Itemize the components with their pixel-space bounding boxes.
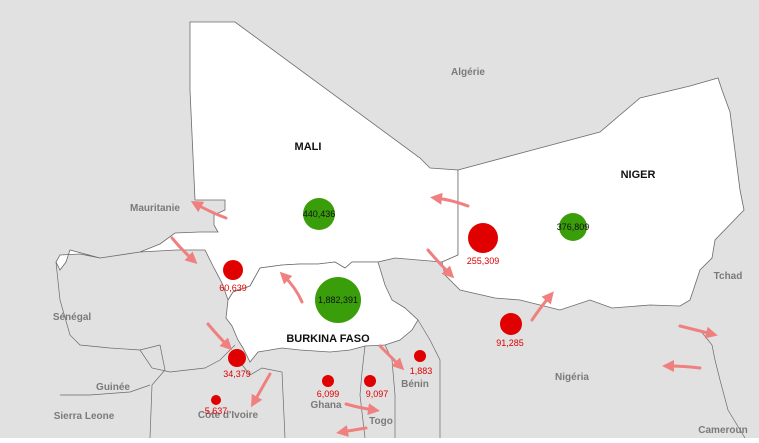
markers (211, 198, 587, 405)
circle-marker-icon (211, 395, 221, 405)
value-benin-ref: 1,883 (410, 366, 433, 376)
label-nigeria: Nigéria (555, 372, 589, 383)
value-mali-ref: 60,639 (219, 283, 247, 293)
border-nigeria-cameroun (699, 329, 746, 439)
displacement-arrow-icon (170, 236, 198, 265)
value-togo-ref: 9,097 (366, 389, 389, 399)
label-senegal: Sénégal (53, 312, 92, 323)
displacement-arrow-icon (190, 201, 228, 220)
value-nigeria-ref: 91,285 (496, 338, 524, 348)
circle-marker-icon (315, 277, 361, 323)
border-ghana-togo (359, 345, 366, 439)
border-benin-nigeria (417, 319, 441, 438)
displacement-arrow-icon (206, 322, 233, 351)
label-sierra: Sierra Leone (54, 411, 115, 422)
value-burkina-sw-ref: 34,379 (223, 369, 251, 379)
circle-marker-icon (303, 198, 335, 230)
border-guinee-mali (139, 344, 236, 373)
value-cote-ref: 5,637 (205, 406, 228, 416)
label-mauritanie: Mauritanie (130, 203, 180, 214)
circle-marker-icon (322, 375, 334, 387)
label-togo: Togo (369, 416, 393, 427)
border-guinee-sierra (60, 384, 151, 396)
label-benin: Bénin (401, 379, 429, 390)
label-ghana: Ghana (310, 400, 342, 411)
value-mali-idp: 440,436 (303, 209, 336, 219)
circle-marker-icon (223, 260, 243, 280)
label-tchad: Tchad (714, 271, 743, 282)
displacement-arrow-icon (336, 425, 368, 437)
label-burkina: BURKINA FASO (286, 333, 370, 345)
displacement-arrow-icon (251, 372, 272, 408)
label-niger: NIGER (621, 169, 656, 181)
circle-marker-icon (364, 375, 376, 387)
displacement-arrow-icon (678, 324, 718, 339)
displacement-arrow-icon (662, 360, 702, 373)
border-cote-ghana (239, 361, 286, 439)
displacement-arrow-icon (426, 248, 455, 279)
niger-shape (441, 77, 745, 311)
label-guinee: Guinée (96, 382, 130, 393)
displacement-arrow-icon (378, 344, 405, 371)
displacement-arrow-icon (344, 402, 380, 416)
value-niger-ref: 255,309 (467, 256, 500, 266)
border-guinee-cote (149, 344, 166, 439)
mali-shape (55, 21, 459, 301)
flow-arrows (170, 192, 718, 437)
circle-marker-icon (500, 313, 522, 335)
value-burkina-idp: 1,882,391 (318, 295, 358, 305)
label-mali: MALI (295, 141, 322, 153)
label-cameroun: Cameroun (698, 425, 747, 436)
displacement-arrow-icon (530, 291, 554, 322)
value-ghana-ref: 6,099 (317, 389, 340, 399)
label-cote: Côte d'Ivoire (198, 410, 259, 421)
value-niger-idp: 376,809 (557, 222, 590, 232)
circle-marker-icon (468, 223, 498, 253)
label-algerie: Algérie (451, 67, 485, 78)
circle-marker-icon (414, 350, 426, 362)
circle-marker-icon (559, 213, 587, 241)
displacement-arrow-icon (279, 271, 304, 304)
circle-marker-icon (228, 349, 246, 367)
displacement-arrow-icon (430, 192, 470, 208)
